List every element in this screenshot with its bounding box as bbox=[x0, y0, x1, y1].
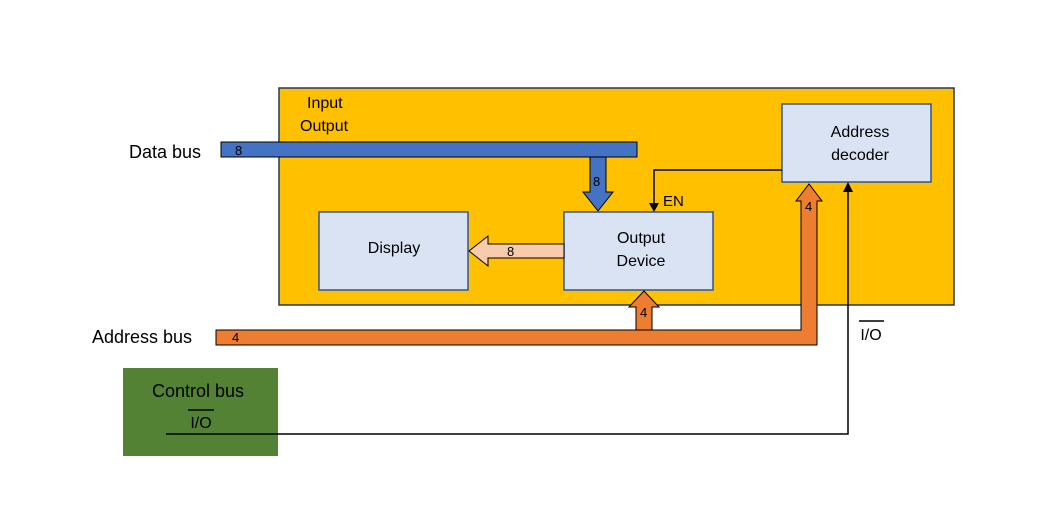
address-decoder-label-line2: decoder bbox=[831, 147, 889, 164]
control-bus-box bbox=[123, 368, 278, 456]
address-bus-device-width: 4 bbox=[640, 305, 647, 320]
output-device-label-line2: Device bbox=[617, 253, 666, 270]
address-bus-bar bbox=[215, 183, 824, 346]
display-box bbox=[318, 211, 469, 291]
data-bus-branch-arrow bbox=[581, 156, 615, 212]
data-bus-width: 8 bbox=[235, 143, 242, 158]
control-bus-label: Control bus bbox=[152, 381, 244, 401]
enable-label: EN bbox=[663, 193, 684, 210]
address-decoder-box bbox=[781, 103, 932, 183]
io-control-arrowhead bbox=[843, 182, 853, 192]
address-decoder-label-line1: Address bbox=[831, 124, 890, 141]
address-bus-label: Address bus bbox=[92, 327, 192, 347]
address-bus-width: 4 bbox=[232, 330, 239, 345]
data-bus-bar bbox=[220, 141, 638, 158]
display-link-width: 8 bbox=[507, 244, 514, 259]
io-control-line bbox=[166, 190, 849, 435]
display-link-arrow bbox=[468, 234, 565, 268]
display-label: Display bbox=[368, 240, 420, 257]
control-bus-signal: I/O bbox=[190, 415, 211, 432]
address-bus-decoder-width: 4 bbox=[805, 199, 812, 214]
address-bus-device-arrow bbox=[627, 290, 661, 331]
enable-line bbox=[653, 169, 782, 205]
io-block-title-line1: Input bbox=[307, 95, 343, 112]
output-device-box bbox=[563, 211, 714, 291]
enable-arrowhead bbox=[649, 203, 659, 212]
data-bus-label: Data bus bbox=[129, 142, 201, 162]
io-block-title-line2: Output bbox=[300, 118, 349, 135]
data-bus-branch-width: 8 bbox=[593, 174, 600, 189]
io-signal-label: I/O bbox=[860, 327, 881, 344]
output-device-label-line1: Output bbox=[617, 230, 666, 247]
